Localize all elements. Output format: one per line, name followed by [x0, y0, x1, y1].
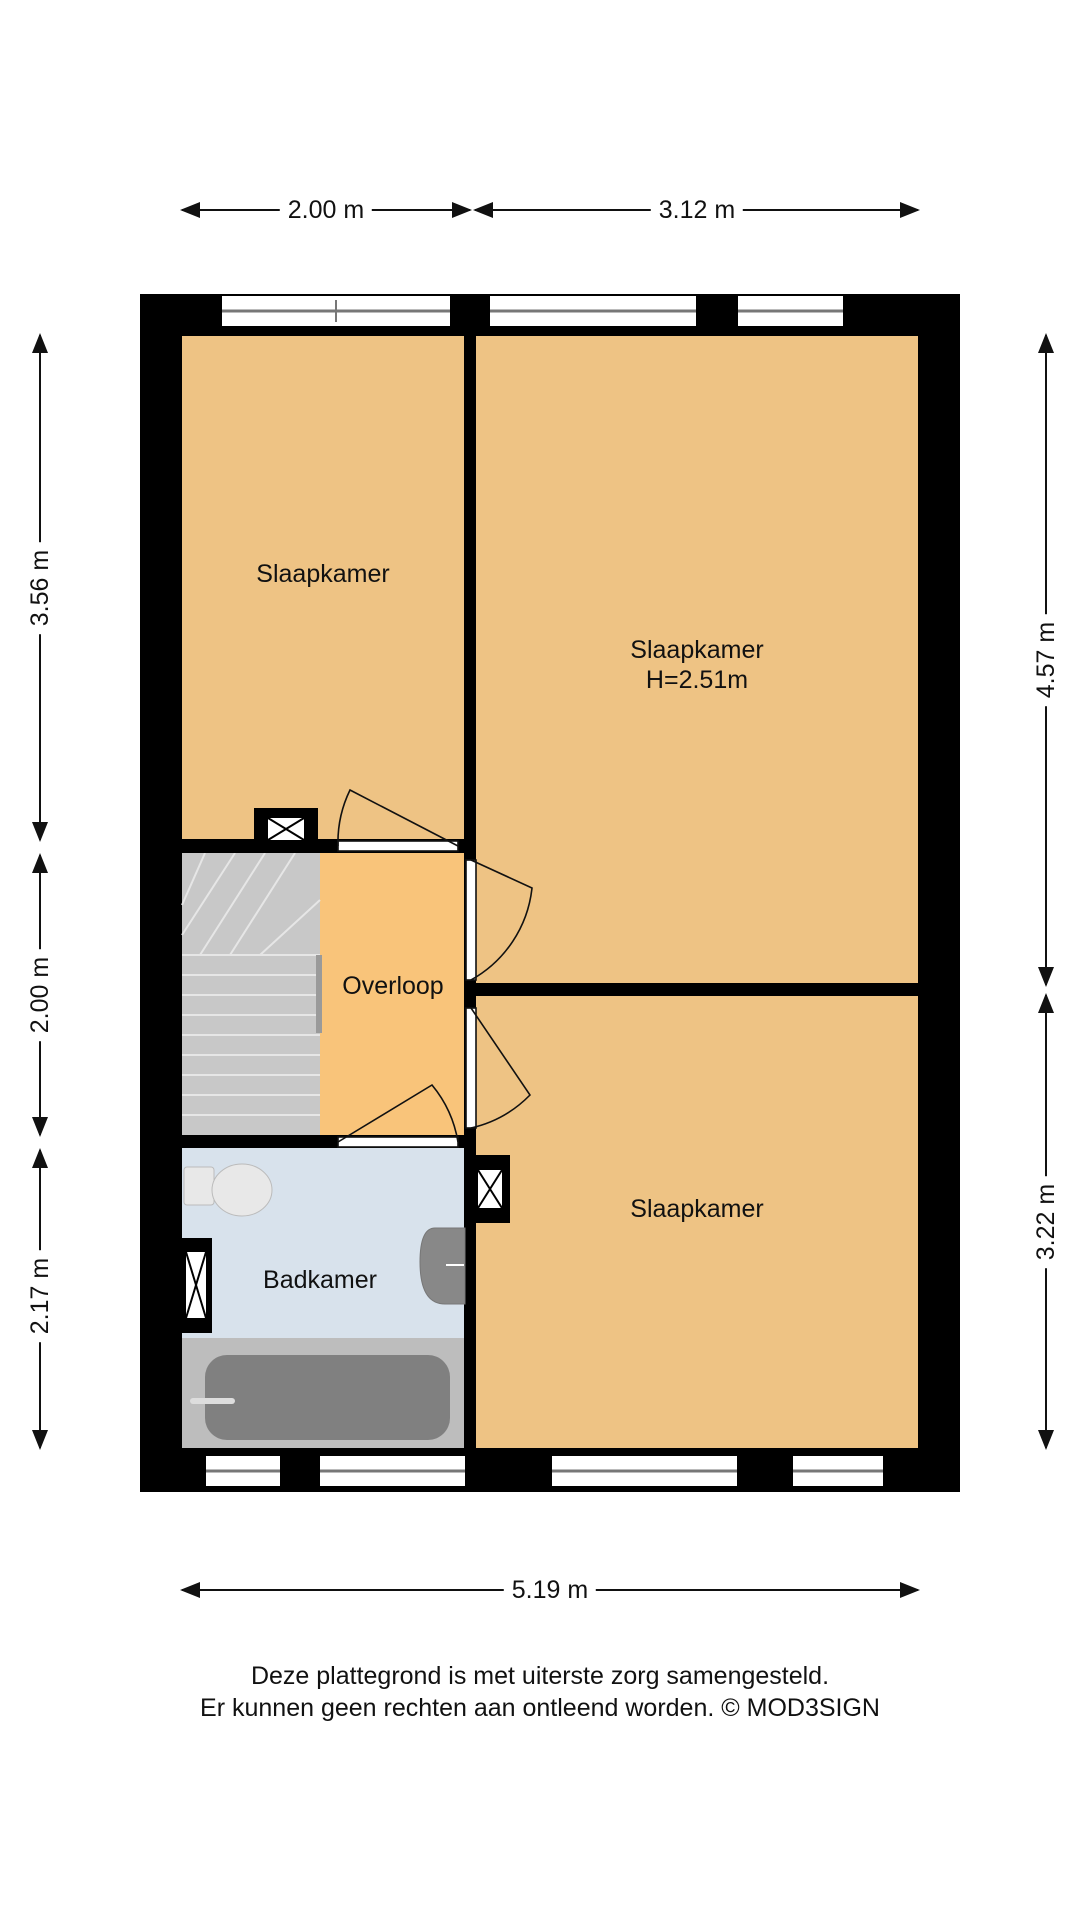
dim-label-left-lower: 2.17 m — [25, 1249, 55, 1343]
room-name: Overloop — [342, 972, 444, 1000]
ventilation-shafts — [180, 808, 510, 1333]
sink-icon — [419, 1227, 466, 1305]
room-name: Slaapkamer — [630, 636, 764, 664]
room-label-slaapkamer-top-left: Slaapkamer — [256, 559, 389, 589]
room-name: Slaapkamer — [630, 1195, 764, 1223]
window — [222, 296, 450, 326]
window — [320, 1456, 465, 1486]
window — [793, 1456, 883, 1486]
dim-label-right-upper: 4.57 m — [1031, 613, 1061, 707]
room-name: Badkamer — [263, 1266, 377, 1294]
dim-label-top-right: 3.12 m — [650, 195, 744, 225]
dim-label-right-lower: 3.22 m — [1031, 1175, 1061, 1269]
doors — [337, 788, 533, 1148]
window — [490, 296, 696, 326]
windows — [206, 296, 883, 1486]
window — [552, 1456, 737, 1486]
room-overloop — [320, 853, 464, 1135]
window — [738, 296, 843, 326]
shaft-icon — [470, 1155, 510, 1223]
room-slaapkamer-top-left — [182, 336, 464, 839]
room-label-overloop: Overloop — [342, 971, 443, 1001]
toilet-icon — [183, 1163, 273, 1217]
bathtub-icon — [190, 1355, 450, 1440]
disclaimer-line-1: Deze plattegrond is met uiterste zorg sa… — [250, 1662, 830, 1690]
room-slaapkamer-bottom-right — [476, 996, 918, 1448]
door-slaapkamer-top-right — [465, 859, 533, 981]
shaft-icon — [180, 1238, 212, 1333]
room-height: H=2.51m — [645, 666, 749, 694]
room-label-badkamer: Badkamer — [263, 1265, 377, 1295]
room-name: Slaapkamer — [256, 560, 390, 588]
disclaimer-line-2: Er kunnen geen rechten aan ontleend word… — [200, 1694, 880, 1722]
door-badkamer — [337, 1083, 459, 1148]
dim-label-top-left: 2.00 m — [279, 195, 373, 225]
door-slaapkamer-top-left — [337, 788, 459, 852]
window — [206, 1456, 280, 1486]
door-slaapkamer-bottom-right — [465, 1007, 532, 1129]
shaft-icon — [254, 808, 318, 846]
dim-label-left-upper: 3.56 m — [25, 541, 55, 635]
dim-label-bottom: 5.19 m — [503, 1575, 597, 1605]
room-slaapkamer-top-right — [476, 336, 918, 983]
staircase — [181, 852, 322, 1135]
disclaimer: Deze plattegrond is met uiterste zorg sa… — [0, 1660, 1080, 1724]
room-label-slaapkamer-top-right: Slaapkamer H=2.51m — [630, 635, 763, 695]
room-label-slaapkamer-bottom-right: Slaapkamer — [630, 1194, 763, 1224]
dim-label-left-middle: 2.00 m — [25, 948, 55, 1042]
